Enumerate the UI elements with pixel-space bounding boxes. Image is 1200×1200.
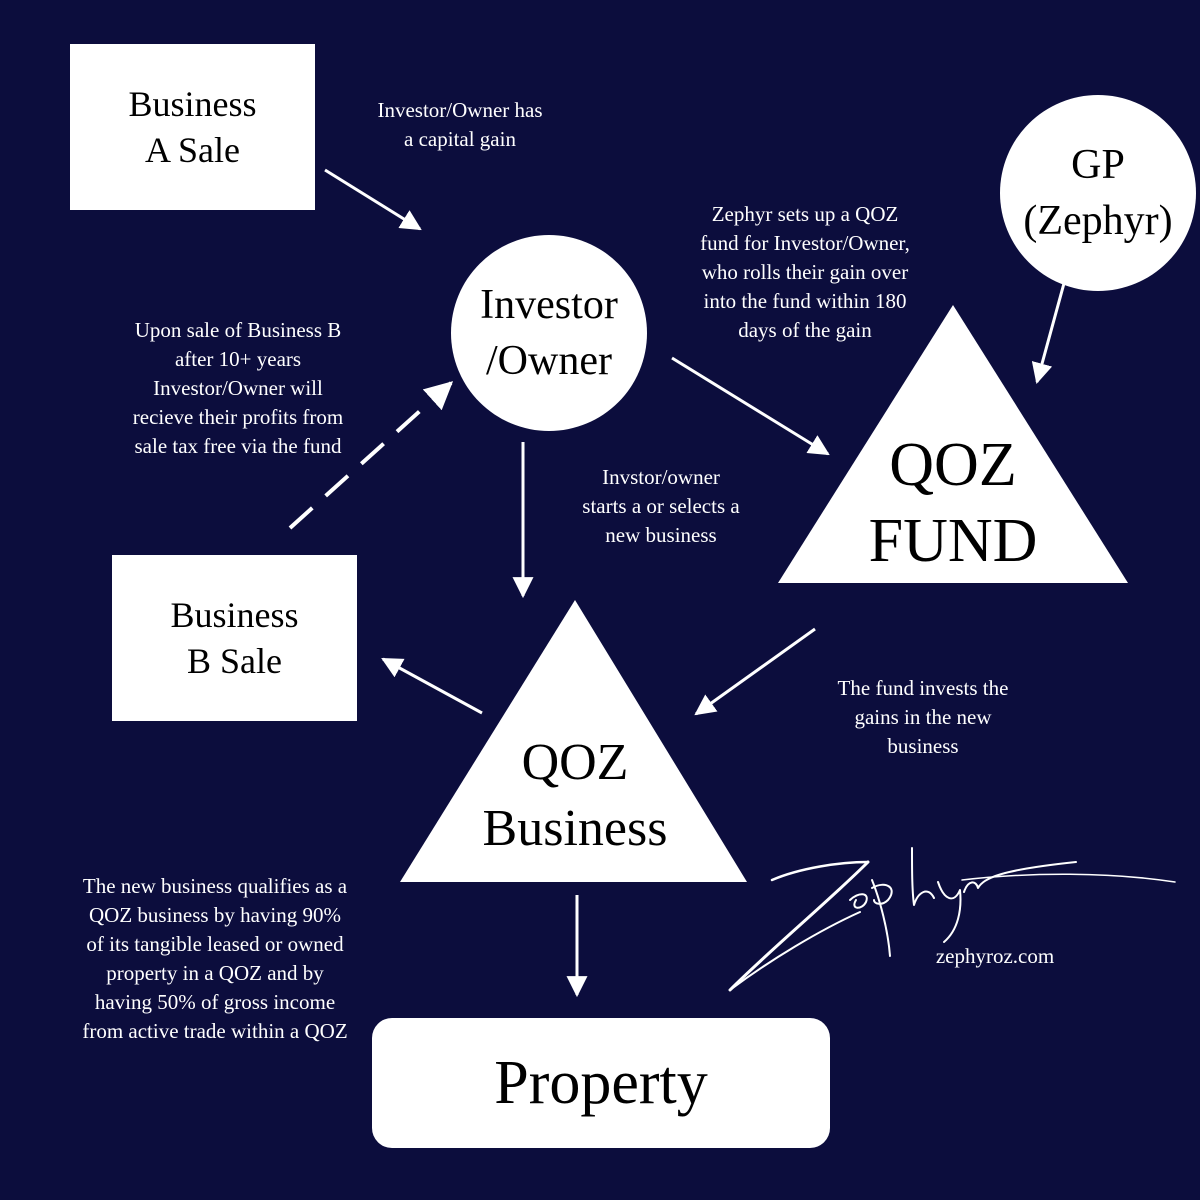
business-b-sale-box: Business B Sale xyxy=(112,555,357,721)
property-label: Property xyxy=(494,1048,708,1117)
qualifies-note: The new business qualifies as a QOZ busi… xyxy=(82,874,348,1043)
website-label: zephyroz.com xyxy=(935,944,1055,968)
qoz-business-triangle xyxy=(400,600,747,882)
arrow-qoz-business-to-business-b xyxy=(381,657,483,715)
gp-zephyr-node: GP (Zephyr) xyxy=(1000,95,1196,291)
capital-gain-note: Investor/Owner has a capital gain xyxy=(377,98,543,151)
arrow-business-a-to-investor xyxy=(324,168,422,231)
zephyr-setup-note: Zephyr sets up a QOZ fund for Investor/O… xyxy=(700,202,910,342)
qoz-fund-triangle xyxy=(778,305,1128,583)
dashed-arrow-business-b-to-investor xyxy=(288,381,454,530)
fund-invests-note: The fund invests the gains in the new bu… xyxy=(837,676,1009,758)
arrow-gp-to-qoz-fund xyxy=(1031,275,1068,385)
qoz-fund-node: QOZ FUND xyxy=(778,305,1128,585)
qoz-business-label: QOZ Business xyxy=(482,734,668,857)
gp-zephyr-label: GP (Zephyr) xyxy=(1023,142,1173,244)
qoz-business-node: QOZ Business xyxy=(400,600,750,882)
business-b-sale-label: Business B Sale xyxy=(170,595,299,681)
business-a-sale-label: Business A Sale xyxy=(128,84,257,170)
arrow-qoz-fund-to-qoz-business xyxy=(694,627,816,716)
qoz-fund-label: QOZ FUND xyxy=(868,431,1038,575)
arrow-investor-to-qoz-fund xyxy=(671,356,830,456)
business-a-sale-box: Business A Sale xyxy=(70,44,315,210)
starts-business-note: Invstor/owner starts a or selects a new … xyxy=(582,465,740,547)
investor-owner-label: Investor /Owner xyxy=(480,282,618,384)
investor-owner-node: Investor /Owner xyxy=(451,235,647,431)
upon-sale-note: Upon sale of Business B after 10+ years … xyxy=(132,318,344,458)
property-box: Property xyxy=(372,1018,830,1148)
zephyr-signature-logo xyxy=(728,847,1176,992)
